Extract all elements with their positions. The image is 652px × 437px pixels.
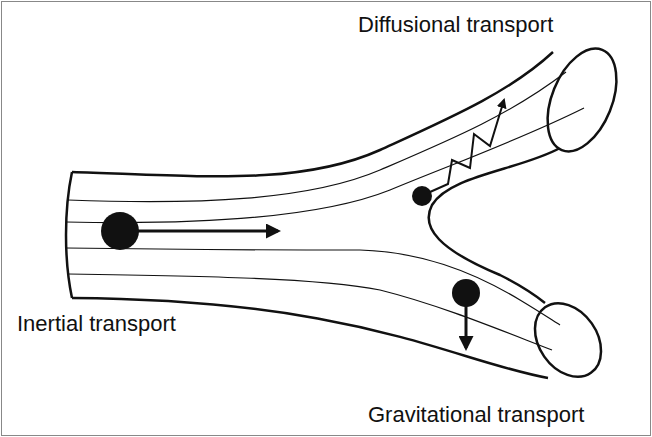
upper-branch-opening — [534, 39, 630, 162]
transport-label: Inertial transport — [17, 311, 176, 336]
inertial-arrow — [138, 230, 278, 233]
lower-branch-opening — [521, 291, 614, 390]
diffusional-particle — [412, 186, 432, 206]
transport-label: Diffusional transport — [358, 12, 553, 37]
streamlines — [66, 72, 584, 350]
diffusional-arrow — [430, 100, 504, 192]
inertial-particle — [101, 212, 139, 250]
transport-label: Gravitational transport — [368, 402, 584, 427]
airway-inlet — [66, 172, 72, 298]
gravitational-arrow — [465, 305, 468, 348]
gravitational-particle — [452, 279, 480, 307]
